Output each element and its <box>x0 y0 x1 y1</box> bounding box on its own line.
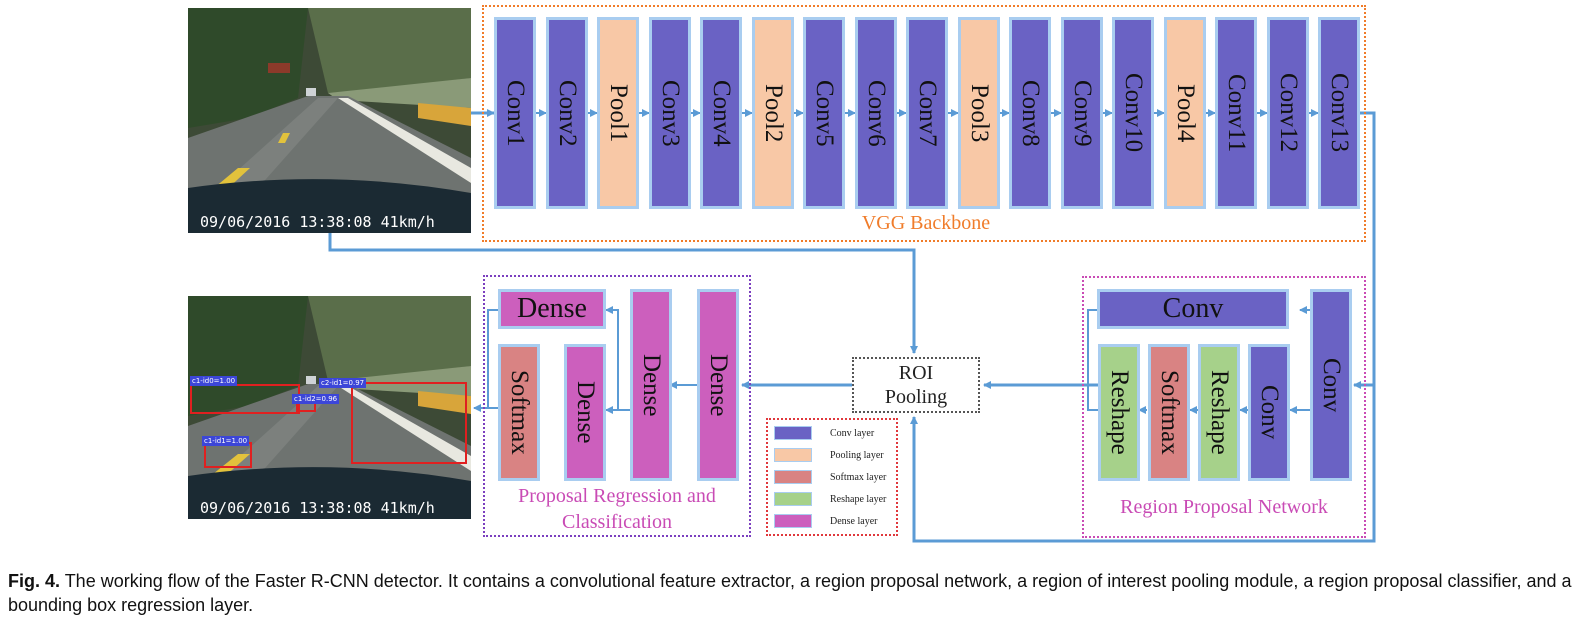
backbone-layer-conv13: Conv13 <box>1318 17 1360 209</box>
detection-box <box>351 382 467 464</box>
backbone-layer-conv12: Conv12 <box>1267 17 1309 209</box>
input-timestamp: 09/06/2016 13:38:08 41km/h <box>200 213 435 231</box>
legend-item-reshape: Reshape layer <box>774 491 886 507</box>
rpn-softmax-layer: Softmax <box>1148 344 1190 481</box>
rpn-group <box>1082 276 1366 538</box>
rpn-reshape2-layer: Reshape <box>1198 344 1240 481</box>
road-scene-illustration <box>188 8 471 233</box>
caption-text: The working flow of the Faster R-CNN det… <box>8 571 1572 615</box>
road-scene-illustration <box>188 296 471 519</box>
backbone-layer-conv7: Conv7 <box>906 17 948 209</box>
roi-line2: Pooling <box>884 386 948 408</box>
legend-swatch <box>774 514 812 528</box>
head-dense2-layer: Dense <box>630 289 672 481</box>
detection-tag: c1-id0=1.00 <box>190 376 238 386</box>
legend-label: Dense layer <box>830 515 878 527</box>
rpn-merge-line <box>1087 309 1098 411</box>
backbone-layer-conv1: Conv1 <box>494 17 536 209</box>
vgg-backbone-group <box>482 5 1366 242</box>
layer-legend: Conv layer Pooling layer Softmax layer R… <box>766 418 898 536</box>
legend-item-dense: Dense layer <box>774 513 877 529</box>
output-detection-image: c1-id0=1.00 c2-id1=0.97 c1-id2=0.96 c1-i… <box>188 296 471 519</box>
backbone-layer-conv11: Conv11 <box>1215 17 1257 209</box>
legend-item-conv: Conv layer <box>774 425 874 441</box>
detection-tag: c2-id1=0.97 <box>319 378 367 388</box>
rpn-label: Region Proposal Network <box>1120 496 1328 518</box>
backbone-layer-pool1: Pool1 <box>597 17 639 209</box>
head-group <box>483 275 751 537</box>
rpn-reshape1-layer: Reshape <box>1098 344 1140 481</box>
vgg-backbone-label: VGG Backbone <box>861 212 991 234</box>
backbone-layer-conv5: Conv5 <box>803 17 845 209</box>
input-road-image: 09/06/2016 13:38:08 41km/h <box>188 8 471 233</box>
legend-swatch <box>774 426 812 440</box>
rpn-conv-inner-layer: Conv <box>1248 344 1290 481</box>
head-dense3-layer: Dense <box>697 289 739 481</box>
output-timestamp: 09/06/2016 13:38:08 41km/h <box>200 499 435 517</box>
backbone-to-roi-arrow <box>328 233 918 354</box>
legend-swatch <box>774 448 812 462</box>
detection-tag: c1-id2=0.96 <box>292 394 340 404</box>
legend-item-softmax: Softmax layer <box>774 469 886 485</box>
detection-tag: c1-id1=1.00 <box>202 436 250 446</box>
backbone-layer-conv3: Conv3 <box>649 17 691 209</box>
legend-swatch <box>774 470 812 484</box>
feature-to-roi-arrow <box>910 385 1376 543</box>
figure-label: Fig. 4. <box>8 571 61 591</box>
legend-label: Pooling layer <box>830 449 884 461</box>
backbone-layer-pool4: Pool4 <box>1164 17 1206 209</box>
rpn-conv-top-layer: Conv <box>1097 289 1289 329</box>
legend-item-pooling: Pooling layer <box>774 447 884 463</box>
backbone-layer-conv9: Conv9 <box>1061 17 1103 209</box>
head-softmax-layer: Softmax <box>498 344 540 481</box>
figure-caption: Fig. 4. The working flow of the Faster R… <box>8 569 1578 617</box>
legend-label: Softmax layer <box>830 471 887 483</box>
backbone-layer-conv4: Conv4 <box>700 17 742 209</box>
head-dense-top-layer: Dense <box>498 289 606 329</box>
backbone-layer-pool3: Pool3 <box>958 17 1000 209</box>
legend-swatch <box>774 492 812 506</box>
backbone-layer-pool2: Pool2 <box>752 17 794 209</box>
backbone-layer-conv2: Conv2 <box>546 17 588 209</box>
backbone-layer-conv6: Conv6 <box>855 17 897 209</box>
roi-line1: ROI <box>898 362 934 384</box>
backbone-layer-conv10: Conv10 <box>1112 17 1154 209</box>
backbone-layer-conv8: Conv8 <box>1009 17 1051 209</box>
roi-pooling-node: ROI Pooling <box>852 357 980 413</box>
legend-label: Conv layer <box>830 427 875 439</box>
rpn-conv-side-layer: Conv <box>1310 289 1352 481</box>
head-label-line2: Classification <box>562 511 672 533</box>
head-dense1-layer: Dense <box>564 344 606 481</box>
head-label-line1: Proposal Regression and <box>518 485 716 507</box>
legend-label: Reshape layer <box>830 493 887 505</box>
